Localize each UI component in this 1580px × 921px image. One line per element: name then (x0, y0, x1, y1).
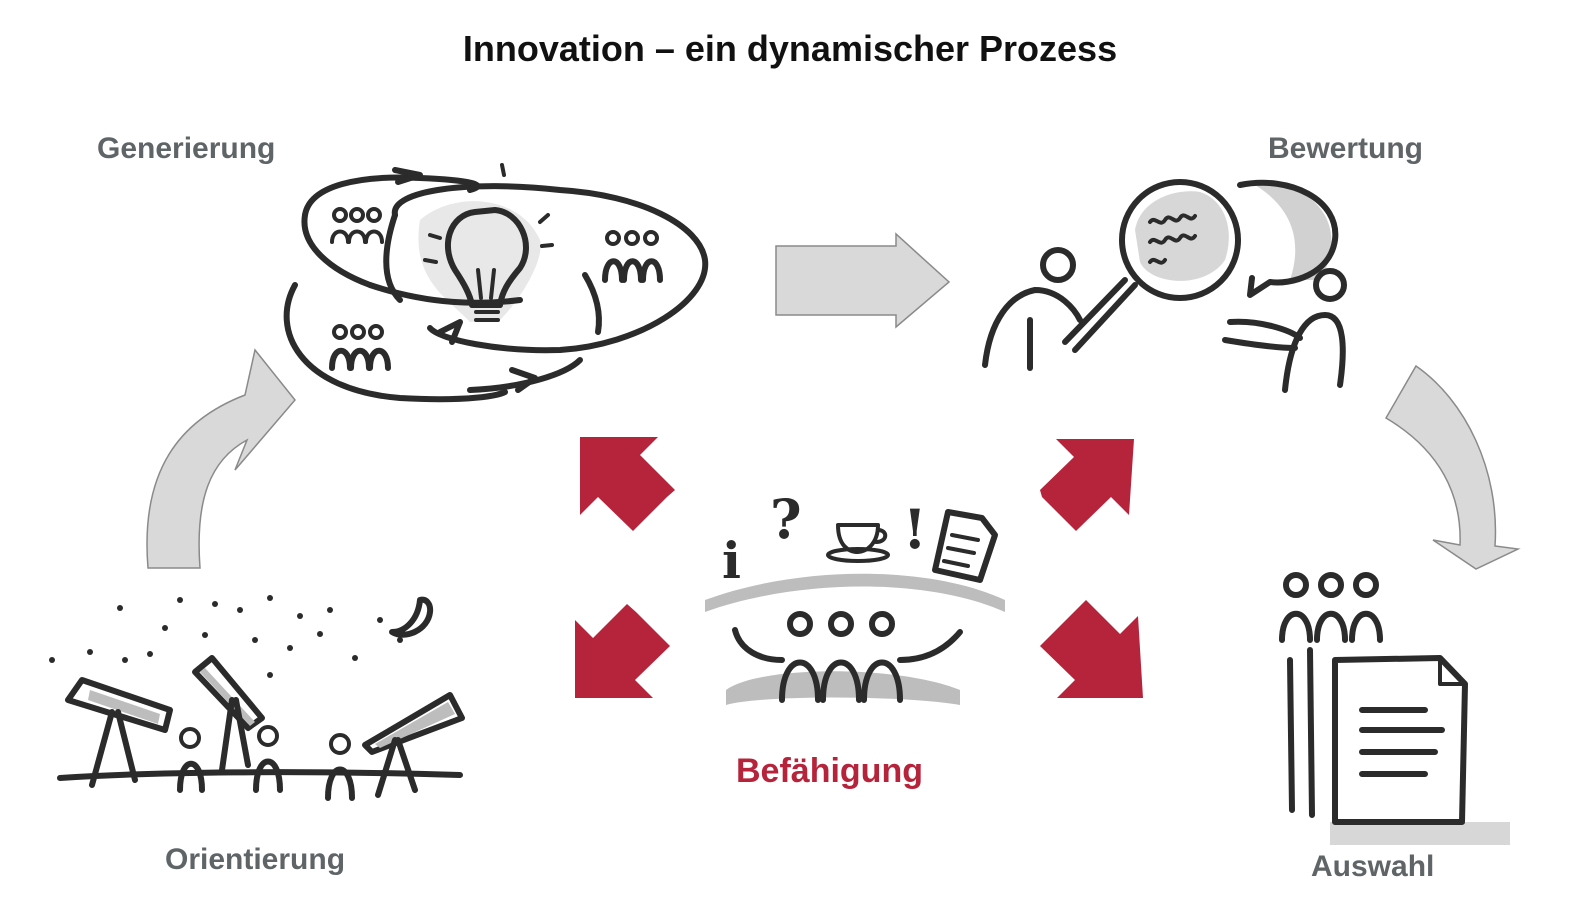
ideation-cycle-illustration (283, 163, 709, 403)
stars (49, 595, 403, 678)
people-group-icon (1279, 572, 1383, 643)
telescope-icon (362, 692, 465, 798)
diagram-title: Innovation – ein dynamischer Prozess (462, 28, 1118, 69)
people-group-icon (602, 230, 663, 283)
selection-illustration (1279, 572, 1510, 845)
flow-arrow-generierung-to-bewertung (775, 232, 951, 329)
telescope-icon (192, 655, 265, 773)
stage-label-befaehigung: Befähigung (736, 752, 923, 790)
moon-icon (389, 596, 434, 638)
red-arrow-to-auswahl (1040, 600, 1143, 698)
orientation-illustration (49, 595, 465, 801)
telescope-icon (65, 677, 173, 788)
people-group-icon (329, 324, 391, 371)
stage-label-bewertung: Bewertung (1268, 132, 1424, 165)
flow-arrow-bewertung-to-auswahl (1384, 364, 1521, 570)
red-arrow-to-orientierung (575, 604, 670, 698)
people-group-icon (330, 207, 384, 244)
red-arrow-to-bewertung (1040, 439, 1134, 531)
flow-arrow-orientierung-to-generierung (146, 348, 296, 569)
question-symbol: ? (770, 487, 802, 551)
person-icon (177, 727, 205, 793)
red-arrow-to-generierung (580, 437, 675, 531)
document-icon (932, 509, 998, 583)
person-icon (253, 725, 283, 793)
stage-label-generierung: Generierung (97, 132, 276, 165)
evaluation-illustration (982, 179, 1347, 393)
person-icon (325, 733, 355, 801)
coffee-cup-icon (826, 523, 890, 563)
stage-label-orientierung: Orientierung (165, 843, 346, 876)
exclamation-symbol: ! (903, 497, 927, 561)
enablement-illustration: i ? ! (705, 487, 1005, 705)
people-group-icon (726, 611, 963, 705)
document-icon (1332, 655, 1468, 825)
info-symbol: i (722, 531, 741, 590)
stage-label-auswahl: Auswahl (1311, 850, 1435, 883)
